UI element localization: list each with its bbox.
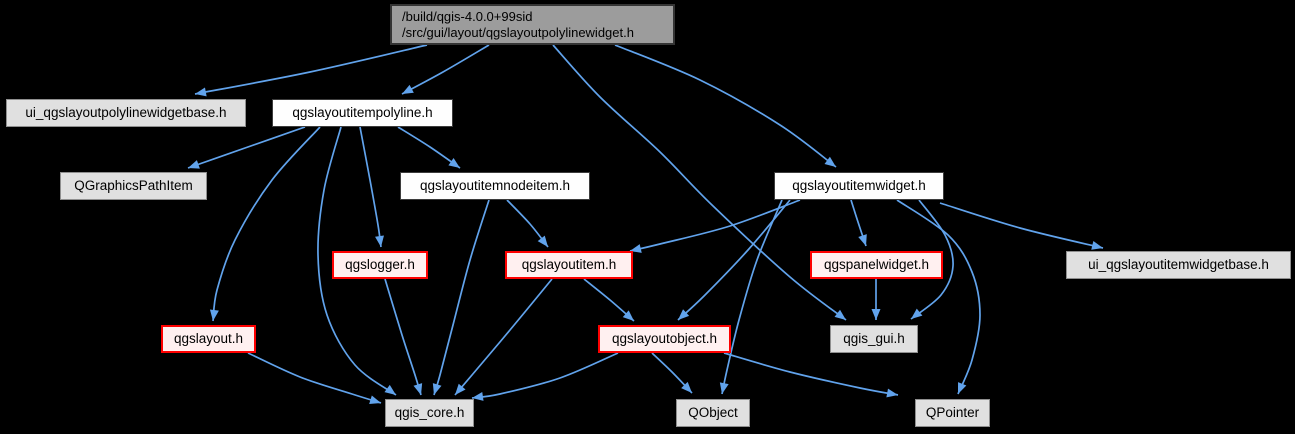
edge-main-itemwidget (614, 44, 837, 168)
edge-qgslayoutitem-qgiscore (454, 278, 553, 396)
graph-node-ui_polyline_base: ui_qgslayoutpolylinewidgetbase.h (6, 99, 246, 127)
arrowhead-qgslayoutobject-qobject (681, 381, 692, 393)
graph-node-qgraphicspathitem: QGraphicsPathItem (60, 172, 207, 200)
graph-node-qobject: QObject (676, 399, 750, 427)
graph-node-qgspanelwidget[interactable]: qgspanelwidget.h (810, 251, 943, 279)
arrowhead-itemwidget-qgisgui (911, 308, 923, 319)
graph-node-itempolyline[interactable]: qgslayoutitempolyline.h (272, 99, 453, 127)
graph-node-qgslogger[interactable]: qgslogger.h (332, 251, 428, 279)
edge-nodeitem-qgiscore (433, 199, 490, 396)
graph-node-qgslayout[interactable]: qgslayout.h (161, 325, 256, 353)
graph-node-qgiscore: qgis_core.h (385, 399, 474, 427)
edge-itempolyline-qgiscore (317, 126, 397, 396)
edge-main-itempolyline (401, 44, 490, 95)
edge-qgslayout-qgiscore (247, 352, 382, 404)
arrowhead-qgslayoutitem-qgiscore (455, 383, 466, 395)
graph-node-main: /build/qgis-4.0.0+99sid /src/gui/layout/… (390, 4, 675, 45)
arrowhead-main-itempolyline (402, 84, 414, 94)
graph-node-itemwidget[interactable]: qgslayoutitemwidget.h (774, 172, 944, 200)
arrowhead-qgslayoutobject-qpointer (886, 388, 898, 398)
arrowhead-itempolyline-qgslogger (375, 235, 384, 247)
edge-itemwidget-qgslayoutobject (677, 199, 791, 321)
edge-main-qgisgui (552, 44, 847, 321)
arrowhead-qgspanelwidget-qgisgui (871, 309, 881, 320)
edge-itempolyline-qgraphicspathitem (187, 126, 306, 169)
arrowhead-itempolyline-qgslayout (209, 309, 219, 321)
edge-itemwidget-qgslayoutitem (629, 199, 801, 252)
arrowhead-nodeitem-qgslayoutitem (537, 235, 548, 247)
arrowhead-itemwidget-qobject (719, 382, 729, 394)
graph-node-qpointer: QPointer (915, 399, 990, 427)
arrowhead-itempolyline-qgraphicspathitem (188, 160, 200, 169)
edge-itempolyline-nodeitem (397, 126, 461, 169)
arrowhead-itemwidget-qpointer (958, 382, 967, 394)
edge-itemwidget-qpointer (896, 199, 981, 395)
edge-itemwidget-qgisgui (910, 199, 954, 320)
arrowhead-qgslayoutitem-qgslayoutobject (622, 310, 634, 321)
edge-qgslayoutobject-qgiscore (471, 352, 619, 399)
graph-node-qgslayoutitem[interactable]: qgslayoutitem.h (505, 251, 633, 279)
arrowhead-qgslayoutobject-qgiscore (472, 391, 484, 401)
edge-itemwidget-qobject (721, 199, 783, 395)
arrowhead-main-itemwidget (824, 156, 836, 167)
edge-qgslogger-qgiscore (384, 278, 422, 396)
arrowhead-main-ui_polyline_base (195, 87, 207, 97)
arrowhead-itempolyline-nodeitem (448, 158, 460, 168)
edge-itempolyline-qgslogger (359, 126, 382, 248)
arrowhead-itemwidget-qgspanelwidget (858, 234, 867, 246)
arrowhead-qgslogger-qgiscore (413, 383, 423, 395)
edge-itempolyline-qgslayout (212, 126, 321, 322)
edge-qgslayoutobject-qpointer (723, 352, 899, 396)
arrowhead-main-qgisgui (834, 309, 846, 320)
edge-main-ui_polyline_base (194, 44, 428, 95)
arrowhead-itemwidget-ui_itemwidget_base (1091, 241, 1103, 250)
arrowhead-itemwidget-qgslayoutitem (630, 244, 642, 253)
graph-node-qgisgui: qgis_gui.h (830, 325, 918, 353)
graph-node-ui_itemwidget_base: ui_qgslayoutitemwidgetbase.h (1066, 251, 1291, 279)
arrowhead-qgslayout-qgiscore (369, 395, 381, 405)
arrowhead-itempolyline-qgiscore (384, 384, 396, 395)
arrowhead-nodeitem-qgiscore (432, 383, 442, 395)
edge-itemwidget-ui_itemwidget_base (939, 202, 1104, 249)
graph-node-nodeitem[interactable]: qgslayoutitemnodeitem.h (400, 172, 590, 200)
arrowhead-itemwidget-qgslayoutobject (678, 309, 690, 320)
graph-node-qgslayoutobject[interactable]: qgslayoutobject.h (598, 325, 731, 353)
